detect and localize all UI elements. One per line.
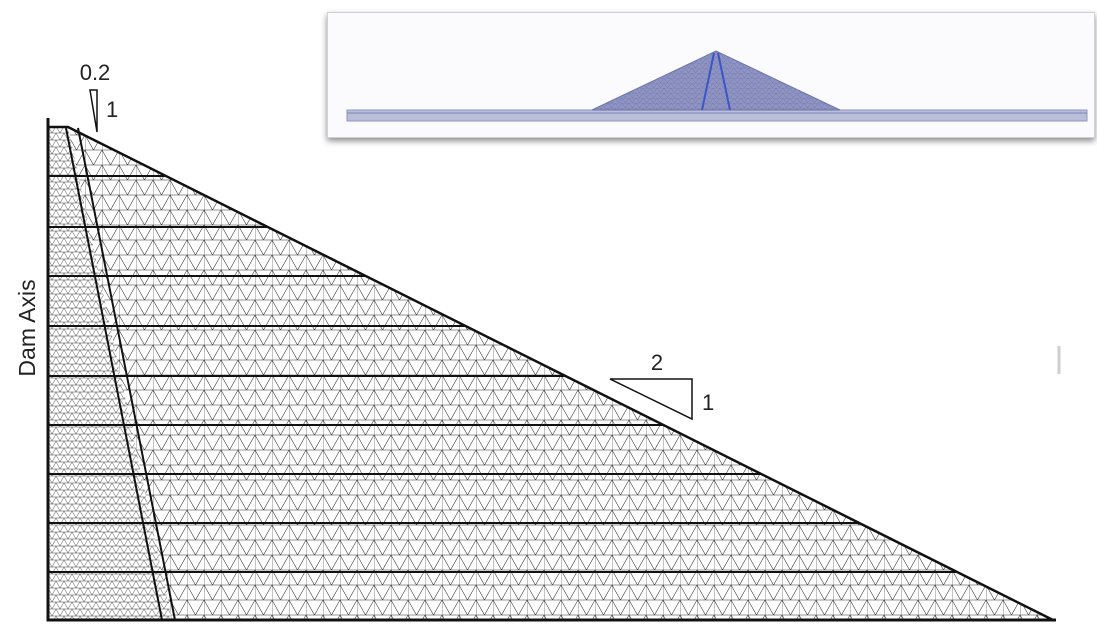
inset-foundation — [346, 109, 1088, 122]
core-slope-triangle — [89, 89, 98, 133]
shell-slope-vertical: 1 — [702, 390, 714, 415]
core-slope-vertical: 1 — [106, 97, 118, 122]
core-boundary-right — [77, 127, 176, 621]
dam-crest-slope — [48, 125, 1054, 622]
core-boundary-left — [65, 127, 163, 621]
shell-mesh — [68, 127, 1053, 620]
shell-slope-horizontal: 2 — [651, 350, 663, 375]
inset-core-left — [701, 52, 715, 111]
overview-inset — [327, 12, 1095, 138]
layer-lines — [48, 175, 958, 573]
shell-slope-triangle — [609, 378, 693, 421]
core-slope-horizontal: 0.2 — [80, 60, 111, 85]
dam-outline — [46, 118, 1056, 622]
inset-dam-mesh — [592, 51, 840, 110]
inset-core-right — [717, 52, 731, 111]
dam-axis-label: Dam Axis — [14, 279, 40, 376]
